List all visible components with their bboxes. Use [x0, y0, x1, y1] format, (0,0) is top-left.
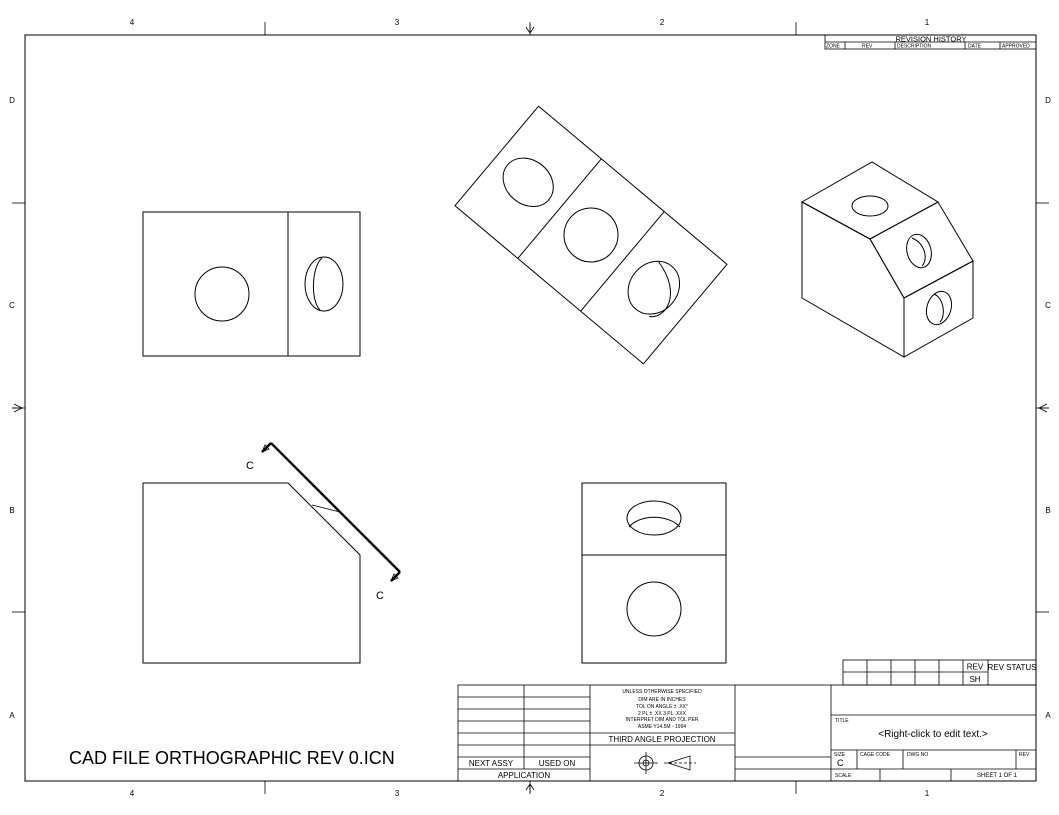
tolerance-note: ASME Y14.5M - 1994: [638, 724, 686, 730]
zone-label-left: C: [9, 301, 15, 310]
file-name: CAD FILE ORTHOGRAPHIC REV 0.ICN: [69, 748, 395, 768]
next-assy-label: NEXT ASSY: [469, 759, 514, 768]
zone-label-bottom: 4: [130, 789, 135, 798]
rev-status-table: REV SH REV STATUS: [842, 659, 1037, 686]
section-view: [581, 482, 727, 664]
dwg-no-label: DWG NO: [907, 752, 928, 758]
rev-status-label: REV STATUS: [987, 663, 1036, 672]
tolerance-note: INTERPRET DIM AND TOL PER: [626, 717, 699, 723]
drawing-title: <Right-click to edit text.>: [878, 729, 988, 740]
tolerance-note: TOL ON ANGLE ± .XX°: [636, 704, 688, 710]
revision-column-date: DATE: [968, 44, 982, 50]
zone-label-right: B: [1045, 506, 1050, 515]
cage-code-label: CAGE CODE: [860, 752, 891, 758]
section-label-c-top: C: [246, 460, 254, 472]
revision-column-rev: REV: [862, 44, 873, 50]
revision-history-block: REVISION HISTORY ZONE REV DESCRIPTION DA…: [824, 35, 1037, 50]
section-label-c-bottom: C: [376, 590, 384, 602]
auxiliary-view: [454, 105, 728, 365]
zone-labels: 4 3 2 1 4 3 2 1 D C B A D C B A: [9, 18, 1051, 798]
revision-column-approved: APPROVED: [1002, 44, 1030, 50]
top-view: C C: [142, 442, 401, 664]
tolerance-note: 2 PL ± .XX 3 PL .XXX: [638, 711, 687, 717]
rev-small-label: REV: [1019, 752, 1030, 758]
isometric-view: [800, 161, 974, 358]
zone-label-left: B: [9, 506, 14, 515]
zone-label-bottom: 3: [395, 789, 400, 798]
projection-label: THIRD ANGLE PROJECTION: [608, 735, 715, 744]
size-label: SIZE: [834, 752, 846, 758]
tolerance-note: UNLESS OTHERWISE SPECIFIED: [622, 689, 702, 695]
used-on-label: USED ON: [539, 759, 576, 768]
sh-label: SH: [969, 675, 980, 684]
zone-ticks: [12, 22, 1049, 794]
zone-label-bottom: 1: [925, 789, 930, 798]
third-angle-projection-symbol: [634, 752, 696, 774]
zone-label-top: 4: [130, 18, 135, 27]
front-view: [142, 211, 361, 357]
zone-label-bottom: 2: [660, 789, 665, 798]
scale-label: SCALE: [835, 773, 852, 779]
sheet-number: SHEET 1 OF 1: [977, 773, 1018, 779]
sheet-border: [24, 34, 1037, 782]
application-label: APPLICATION: [498, 771, 551, 780]
rev-label: REV: [967, 663, 984, 672]
revision-history-title: REVISION HISTORY: [896, 35, 967, 44]
revision-column-zone: ZONE: [826, 44, 841, 50]
zone-label-left: D: [9, 96, 15, 105]
zone-label-top: 2: [660, 18, 665, 27]
zone-label-left: A: [9, 711, 15, 720]
zone-label-right: C: [1045, 301, 1051, 310]
zone-label-right: A: [1045, 711, 1051, 720]
zone-label-top: 1: [925, 18, 930, 27]
zone-label-right: D: [1045, 96, 1051, 105]
revision-column-description: DESCRIPTION: [897, 44, 932, 50]
size-value: C: [837, 758, 844, 768]
title-label: TITLE: [835, 718, 849, 724]
title-block: UNLESS OTHERWISE SPECIFIED DIM ARE IN IN…: [457, 684, 1037, 782]
tolerance-note: DIM ARE IN INCHES: [638, 697, 686, 703]
zone-label-top: 3: [395, 18, 400, 27]
